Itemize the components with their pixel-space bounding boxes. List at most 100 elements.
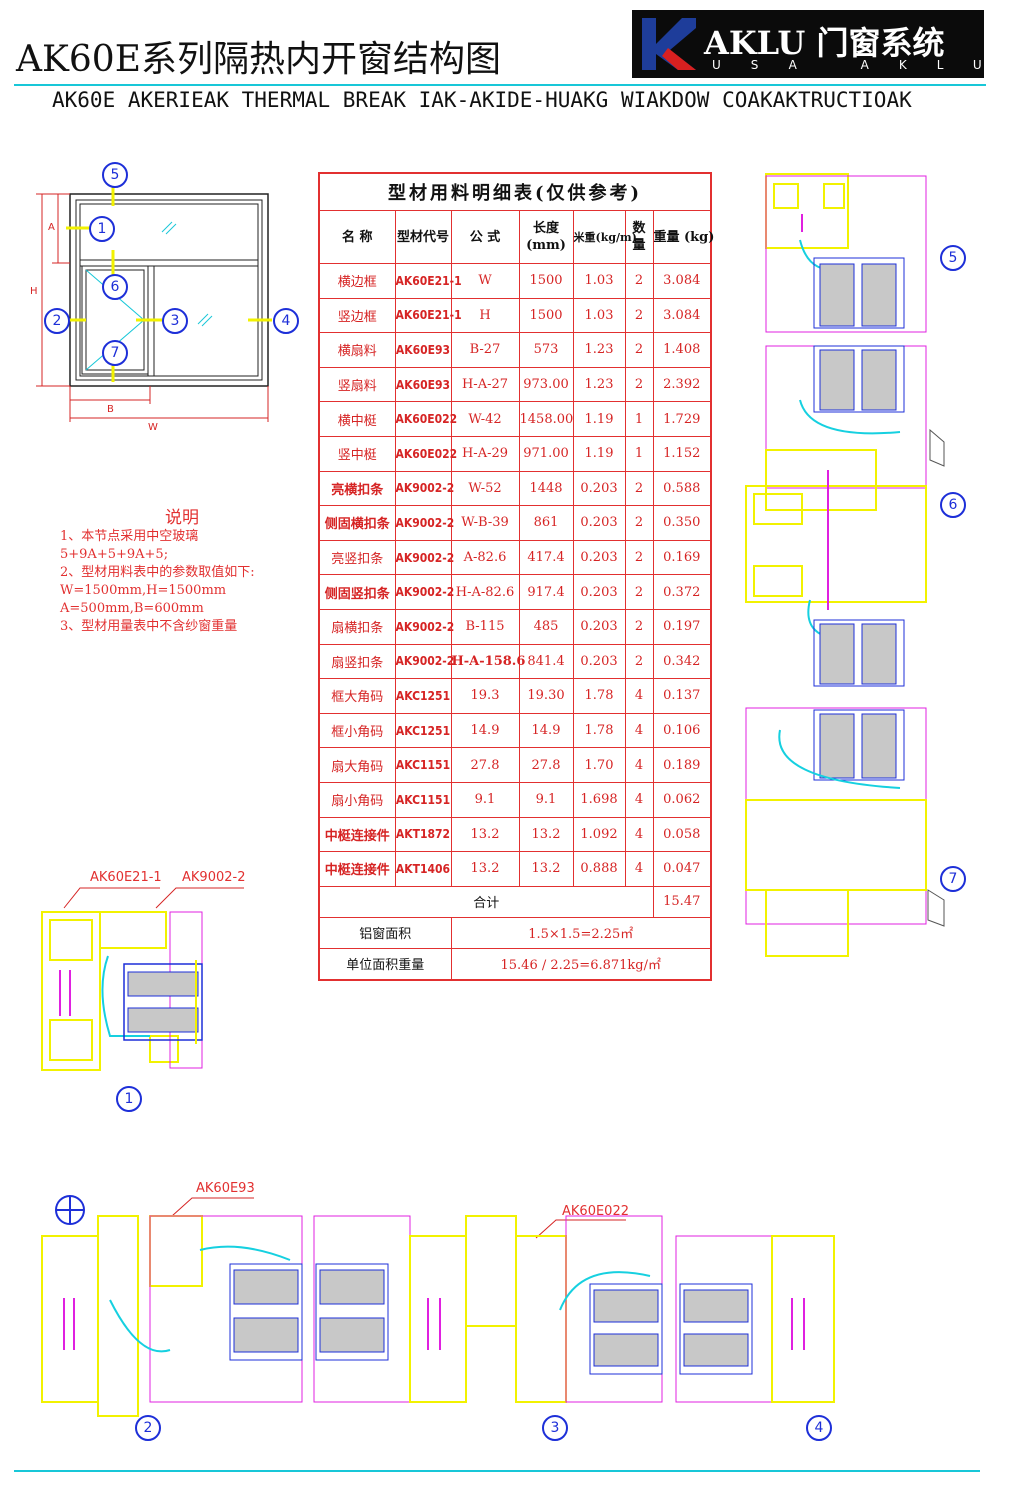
logo-text: AKLU 门窗系统 [704, 24, 945, 62]
cell-qty: 4 [624, 816, 654, 853]
cell-formula: H-A-82.6 [450, 574, 520, 610]
cell-weight: 3.084 [652, 263, 712, 299]
marker-2-section: 2 [135, 1415, 161, 1441]
window-elevation-diagram: A H B W [30, 184, 272, 433]
cell-unit-weight: 0.203 [572, 470, 626, 507]
cell-weight: 0.106 [652, 712, 712, 749]
col-header: 米重(kg/m) [572, 210, 637, 264]
page-subtitle: AK60E AKERIEAK THERMAL BREAK IAK-AKIDE-H… [52, 88, 912, 112]
cell-name: 横中梃 [318, 401, 396, 437]
page-title: AK60E系列隔热内开窗结构图 [16, 39, 501, 80]
label-ak60e93: AK60E93 [196, 1181, 255, 1196]
marker-6-section: 6 [940, 492, 966, 518]
cell-unit-weight: 1.03 [572, 297, 626, 334]
area-label: 铝窗面积 [318, 916, 452, 949]
cell-unit-weight: 0.203 [572, 505, 626, 541]
col-header: 长度 (mm) [518, 210, 574, 264]
marker-5: 5 [102, 162, 128, 188]
cell-formula: 27.8 [450, 747, 520, 783]
cell-code: AKC1151 [394, 781, 452, 818]
cell-weight: 0.137 [652, 678, 712, 714]
cell-weight: 0.372 [652, 574, 712, 610]
cell-weight: 0.197 [652, 608, 712, 645]
cell-formula: W [450, 263, 520, 299]
cell-unit-weight: 0.203 [572, 643, 626, 680]
table-unit-weight-row: 单位面积重量 15.46 / 2.25=6.871kg/㎡ [318, 947, 712, 981]
cell-unit-weight: 1.23 [572, 366, 626, 403]
cell-unit-weight: 0.203 [572, 574, 626, 610]
cell-qty: 2 [624, 263, 654, 299]
footer-rule [14, 1470, 980, 1472]
notes-block: 1、本节点采用中空玻璃 5+9A+5+9A+5; 2、型材用料表中的参数取值如下… [60, 528, 255, 636]
cell-code: AK60E022 [394, 435, 457, 472]
cell-weight: 2.392 [652, 366, 712, 403]
cell-qty: 1 [624, 435, 654, 472]
cell-length: 1500 [518, 263, 574, 299]
marker-2: 2 [44, 308, 70, 334]
cell-name: 框大角码 [318, 678, 396, 714]
marker-4-section: 4 [806, 1415, 832, 1441]
cell-unit-weight: 1.092 [572, 816, 626, 853]
area-value: 1.5×1.5=2.25㎡ [450, 916, 712, 949]
marker-4: 4 [273, 308, 299, 334]
note-line: A=500mm,B=600mm [60, 601, 204, 616]
cell-weight: 0.047 [652, 851, 712, 887]
cell-code: AK9002-2 [394, 574, 454, 610]
cell-qty: 2 [624, 643, 654, 680]
cell-name: 扇横扣条 [318, 608, 396, 645]
cell-length: 9.1 [518, 781, 574, 818]
unit-weight-value: 15.46 / 2.25=6.871kg/㎡ [450, 947, 712, 981]
cell-qty: 2 [624, 297, 654, 334]
cell-qty: 1 [624, 401, 654, 437]
note-line: W=1500mm,H=1500mm [60, 583, 227, 598]
cell-qty: 4 [624, 781, 654, 818]
label-ak60e022: AK60E022 [562, 1204, 629, 1219]
cell-name: 扇大角码 [318, 747, 396, 783]
dim-label-b: B [107, 404, 114, 415]
table-caption: 型材用料明细表(仅供参考) [318, 172, 712, 211]
table-area-row: 铝窗面积 1.5×1.5=2.25㎡ [318, 916, 712, 949]
cell-weight: 0.189 [652, 747, 712, 783]
cell-weight: 0.169 [652, 539, 712, 576]
col-header: 名 称 [318, 210, 396, 264]
cell-weight: 0.062 [652, 781, 712, 818]
cell-formula: 13.2 [450, 851, 520, 887]
cell-code: AKC1251 [394, 678, 452, 714]
cell-weight: 1.729 [652, 401, 712, 437]
notes-title: 说明 [165, 508, 199, 528]
cell-code: AKC1251 [394, 712, 452, 749]
cell-name: 中梃连接件 [318, 851, 396, 887]
cell-name: 竖扇料 [318, 366, 396, 403]
marker-7: 7 [102, 340, 128, 366]
cell-name: 竖边框 [318, 297, 396, 334]
cell-formula: H-A-29 [450, 435, 520, 472]
cell-length: 973.00 [518, 366, 574, 403]
cell-name: 侧固横扣条 [318, 505, 396, 541]
cell-unit-weight: 1.70 [572, 747, 626, 783]
cell-length: 917.4 [518, 574, 574, 610]
cell-code: AK9002-2 [394, 505, 454, 541]
section-detail-vertical [745, 173, 945, 957]
cell-unit-weight: 0.888 [572, 851, 626, 887]
cell-length: 1500 [518, 297, 574, 334]
cell-formula: 19.3 [450, 678, 520, 714]
cell-weight: 0.342 [652, 643, 712, 680]
cell-formula: W-B-39 [450, 505, 520, 541]
cell-code: AK60E93 [394, 332, 452, 368]
col-header: 重量 (kg) [652, 210, 714, 264]
cell-unit-weight: 1.19 [572, 401, 626, 437]
label-ak60e21-1: AK60E21-1 [90, 870, 162, 885]
marker-1-section: 1 [116, 1086, 142, 1112]
total-label: 合计 [318, 885, 654, 918]
marker-3: 3 [162, 308, 188, 334]
